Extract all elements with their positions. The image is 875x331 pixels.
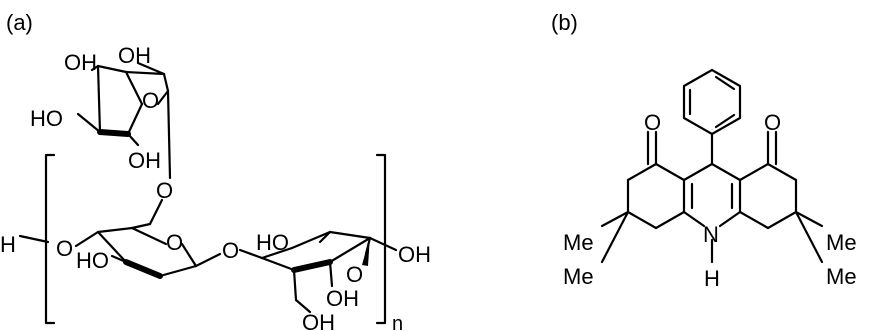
atom-me-right2: Me [826, 264, 857, 289]
right-bracket [375, 153, 387, 325]
atom-me-left1: Me [563, 230, 594, 255]
atom-ho-ring2: HO [76, 248, 109, 273]
atom-o-link2: O [222, 238, 239, 263]
panel-b: (b) [551, 10, 857, 291]
atom-ho-left: HO [30, 106, 63, 131]
atom-me-right1: Me [826, 230, 857, 255]
atom-oh-top1: OH [64, 50, 97, 75]
repeat-brackets [44, 153, 387, 325]
left-bracket [44, 153, 56, 325]
atom-o-link1: O [156, 178, 173, 203]
atom-oh-ring1: OH [128, 148, 161, 173]
repeat-subscript: n [392, 313, 403, 331]
bond-link1 [148, 198, 164, 226]
atom-o-end: O [56, 236, 73, 261]
atom-o-ring2: O [166, 230, 183, 255]
right-sugar-ring [238, 230, 398, 314]
atom-me-left2: Me [563, 264, 594, 289]
acridinedione-core [600, 130, 824, 264]
middle-sugar-ring: H O [0, 222, 222, 279]
panel-a-label: (a) [6, 10, 33, 35]
atom-oh-right: OH [398, 242, 431, 267]
atom-o-right: O [764, 110, 781, 135]
atom-o-left: O [644, 110, 661, 135]
atom-h-end: H [0, 232, 16, 257]
atom-o-ring3: O [346, 262, 363, 287]
atom-h: H [704, 266, 720, 291]
atom-oh-top2: OH [118, 43, 151, 68]
atom-ho-ring3: HO [256, 230, 289, 255]
panel-b-label: (b) [551, 10, 578, 35]
atom-oh-bottom: OH [302, 310, 335, 331]
panel-a: (a) n OH OH HO O OH O [0, 10, 431, 331]
phenyl-ring [682, 68, 742, 166]
top-sugar-ring [76, 61, 172, 180]
atom-o-ring1: O [142, 88, 159, 113]
atom-n: N [703, 222, 719, 247]
atom-oh-ring3: OH [326, 286, 359, 311]
